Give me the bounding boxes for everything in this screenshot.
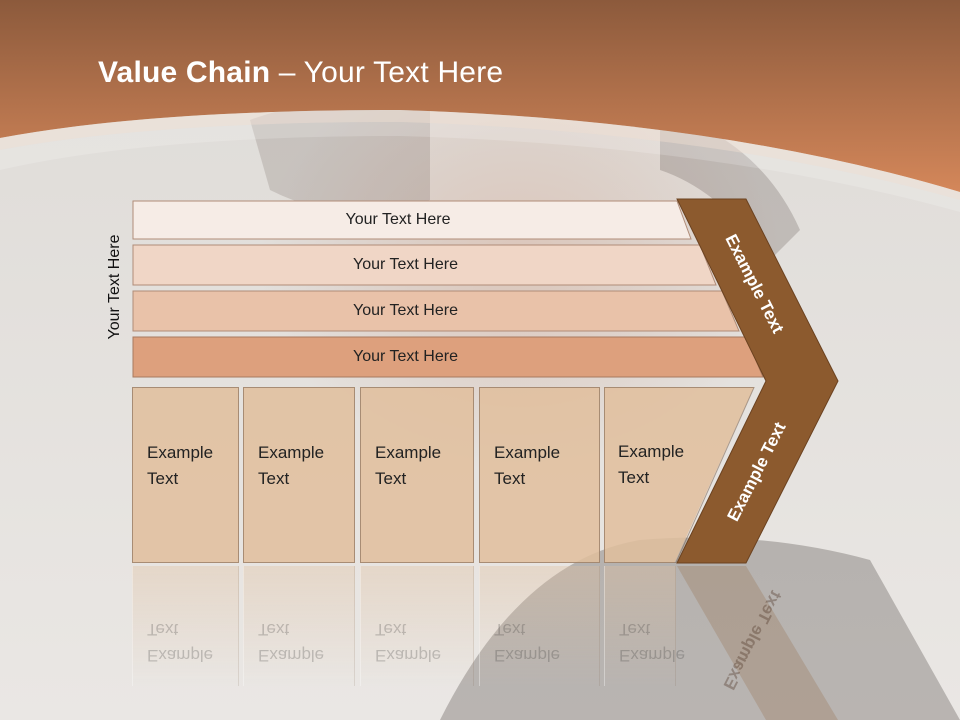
column-5-label: Example Text xyxy=(618,442,685,487)
slide-title: Value Chain – Your Text Here xyxy=(98,56,503,90)
slide-title-bold: Value Chain xyxy=(98,56,271,89)
header-band xyxy=(0,0,960,192)
band-shape-1 xyxy=(132,200,692,240)
column-5-outline xyxy=(604,387,755,563)
band-2-label: Your Text Here xyxy=(353,256,458,273)
column-1-reflection-label: Example Text xyxy=(147,620,214,665)
band-4: Your Text Here xyxy=(133,338,708,376)
column-2: Example Text xyxy=(243,387,355,563)
column-1-reflection: Example Text xyxy=(132,566,239,686)
band-3-label: Your Text Here xyxy=(353,302,458,319)
photo-shoulder-shape xyxy=(440,537,960,720)
band-1: Your Text Here xyxy=(133,201,693,239)
column-2-reflection: Example Text xyxy=(243,566,355,686)
slide-title-rest: – Your Text Here xyxy=(270,56,504,89)
header-swoosh xyxy=(0,110,960,200)
column-3: Example Text xyxy=(360,387,474,563)
column-3-label: Example Text xyxy=(375,443,442,488)
column-5-reflection: Example Text xyxy=(604,566,685,686)
column-4-label: Example Text xyxy=(494,443,561,488)
column-3-reflection-label: Example Text xyxy=(375,620,442,665)
band-shape-4 xyxy=(132,336,764,378)
side-label: Your Text Here xyxy=(106,234,123,340)
photo-hair-right xyxy=(660,110,800,260)
column-3-reflection: Example Text xyxy=(360,566,474,686)
column-5-reflection-label: Example Text xyxy=(619,620,686,665)
band-2: Your Text Here xyxy=(133,246,708,284)
band-3: Your Text Here xyxy=(133,292,708,330)
column-2-reflection-label: Example Text xyxy=(258,620,325,665)
column-4-reflection-label: Example Text xyxy=(494,620,561,665)
band-1-label: Your Text Here xyxy=(345,211,451,228)
column-4-reflection: Example Text xyxy=(479,566,600,686)
header-swoosh-light xyxy=(0,122,960,212)
column-2-label: Example Text xyxy=(258,443,325,488)
column-1: Example Text xyxy=(132,387,239,563)
column-4: Example Text xyxy=(479,387,600,563)
photo-hair-shape xyxy=(250,102,430,213)
value-chevron-reflection xyxy=(677,566,838,720)
column-1-label: Example Text xyxy=(147,443,214,488)
band-shape-2 xyxy=(132,244,717,286)
band-4-label: Your Text Here xyxy=(353,348,458,365)
band-shape-3 xyxy=(132,290,740,332)
value-chevron xyxy=(676,198,839,564)
